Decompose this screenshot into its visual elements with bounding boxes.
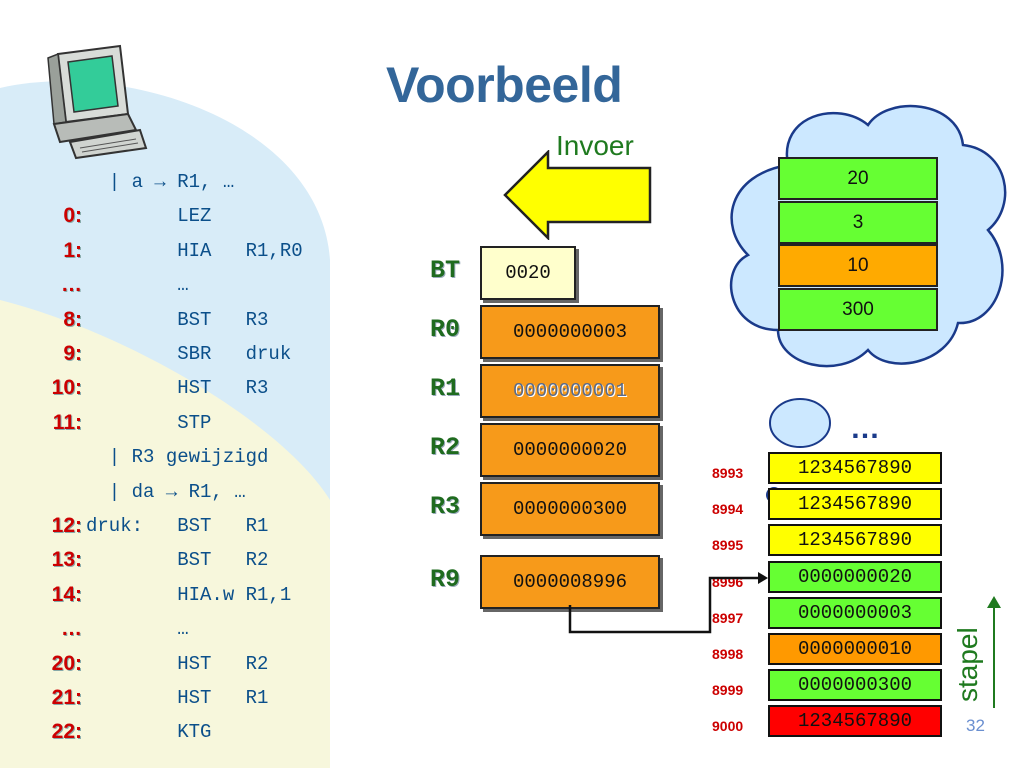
code-line-label: 10: (51, 376, 82, 400)
code-line-label: 13: (51, 548, 82, 572)
register-value: 0000000300 (480, 482, 660, 536)
r9-pointer-arrow (568, 572, 768, 634)
code-line-label: 22: (51, 720, 82, 744)
page-number: 32 (966, 716, 985, 735)
code-line-label: 12: (51, 514, 82, 537)
register-label: R3 (430, 492, 461, 521)
code-line-label: 8: (63, 307, 82, 331)
code-line-label: 11: (52, 410, 82, 434)
memory-address: 9000 (712, 718, 744, 735)
code-line-label: … (61, 617, 82, 641)
code-line-label: … (61, 273, 82, 297)
code-line-text: BST R3 (86, 308, 269, 331)
register-label: BT (430, 256, 461, 285)
code-line-label: 14: (51, 582, 82, 606)
memory-cell: 0000000003 (768, 596, 942, 629)
input-queue-item: 10 (778, 244, 938, 287)
register-label: R1 (430, 374, 461, 403)
computer-icon (47, 44, 148, 160)
memory-cell: 1234567890 (768, 705, 942, 738)
stapel-arrow-icon (987, 596, 1001, 708)
register-label: R9 (430, 565, 461, 594)
memory-cell: 0000000010 (768, 633, 942, 665)
code-line-text: HIA R1,R0 (86, 239, 303, 262)
code-line-label: 9: (63, 342, 82, 365)
code-line-text: | a → R1, … (86, 171, 235, 193)
code-line-text: KTG (86, 721, 212, 744)
code-line-label: 0: (63, 204, 82, 228)
code-line-text: SBR druk (86, 343, 292, 365)
code-line-text: STP (86, 411, 212, 434)
register-value: 0020 (480, 246, 576, 300)
input-queue-item: 300 (778, 287, 938, 331)
input-queue-item: 20 (778, 157, 938, 200)
memory-address: 8999 (712, 682, 744, 699)
code-line-text: … (86, 274, 189, 297)
register-value: 0000000003 (480, 305, 660, 359)
code-line-text: HST R1 (86, 687, 269, 709)
memory-address: 8998 (712, 646, 744, 662)
code-line-text: HST R3 (86, 377, 269, 400)
invoer-arrow-icon (503, 150, 652, 240)
register-value: 0000000001 (480, 364, 660, 418)
input-queue-item: 3 (778, 200, 938, 244)
decorative-background-gradient (0, 300, 330, 768)
code-line-text: | R3 gewijzigd (86, 446, 269, 469)
code-line-text: LEZ (86, 205, 212, 228)
code-line-text: HIA.w R1,1 (86, 583, 292, 606)
code-line-label: 21: (51, 686, 82, 709)
memory-address: 8995 (712, 537, 744, 554)
code-line-text: HST R2 (86, 652, 269, 675)
memory-address: 8993 (712, 465, 744, 481)
memory-cell: 0000000300 (768, 669, 942, 702)
memory-address: 8994 (712, 501, 744, 518)
code-line-text: … (86, 618, 189, 641)
register-label: R2 (430, 433, 461, 462)
memory-ellipsis: … (850, 412, 880, 445)
memory-address: 8997 (712, 609, 744, 626)
memory-cell: 1234567890 (768, 488, 942, 521)
invoer-label: Invoer (556, 130, 634, 161)
memory-cell: 0000000020 (768, 560, 942, 593)
register-label: R0 (430, 315, 461, 344)
stapel-label: stapel (952, 627, 983, 702)
code-line-label: 20: (51, 651, 82, 675)
code-line-text: BST R2 (86, 549, 269, 572)
register-value: 0000000020 (480, 423, 660, 477)
code-line-text: druk: BST R1 (86, 515, 269, 537)
memory-cell: 1234567890 (768, 452, 942, 484)
code-line-text: | da → R1, … (86, 480, 246, 503)
page-title: Voorbeeld (386, 57, 623, 113)
code-line-label: 1: (63, 238, 82, 262)
memory-cell: 1234567890 (768, 524, 942, 557)
